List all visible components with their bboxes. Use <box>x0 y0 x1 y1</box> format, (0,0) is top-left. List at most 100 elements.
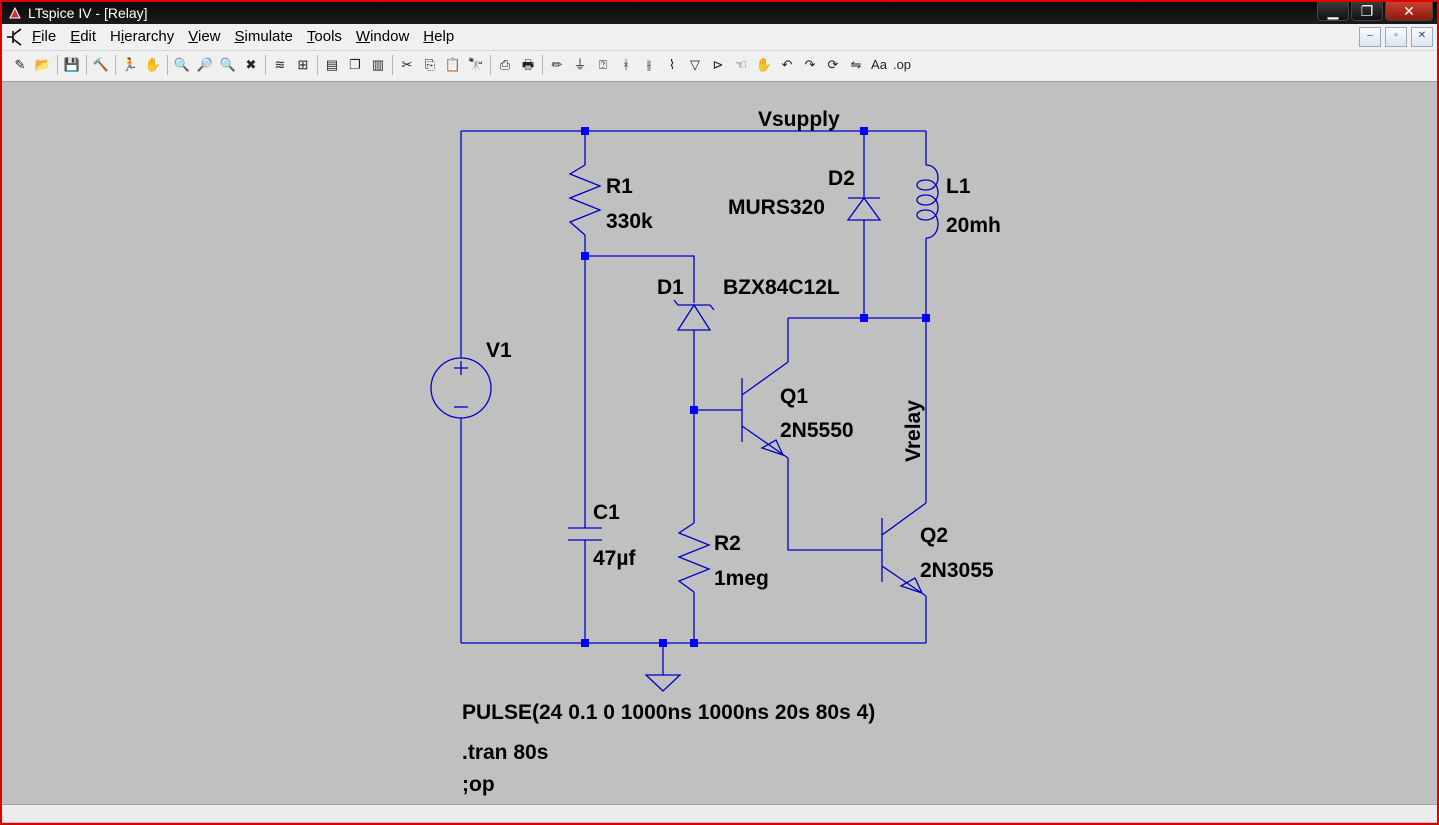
resistor-r2[interactable] <box>677 522 711 593</box>
toolbar-separator <box>57 55 58 75</box>
v1-value[interactable]: PULSE(24 0.1 0 1000ns 1000ns 20s 80s 4) <box>462 701 875 724</box>
draw-wire-icon[interactable]: ✏ <box>551 57 563 72</box>
diode-icon[interactable]: ▽ <box>690 57 700 72</box>
title-bar[interactable]: LTspice IV - [Relay] ▁ ❐ ✕ <box>2 2 1437 24</box>
minimize-button[interactable]: ▁ <box>1317 2 1349 21</box>
inductor-l1[interactable] <box>916 164 939 239</box>
spice-directive-icon[interactable]: .op <box>892 57 912 72</box>
ground-symbol[interactable] <box>644 674 682 692</box>
transistor-q1[interactable] <box>741 361 789 459</box>
mdi-close-button[interactable]: ✕ <box>1411 27 1433 47</box>
menu-window[interactable]: Window <box>355 28 410 45</box>
control-panel-icon[interactable]: 🔨 <box>92 57 110 72</box>
l1-ref[interactable]: L1 <box>946 175 971 198</box>
copy-icon[interactable]: ⎘ <box>424 57 436 72</box>
mdi-restore-button[interactable]: ▫ <box>1385 27 1407 47</box>
menu-view[interactable]: View <box>188 28 221 45</box>
move-icon[interactable]: ☜ <box>735 57 747 72</box>
ground-icon[interactable]: ⏚ <box>573 57 587 72</box>
new-schematic-icon[interactable]: ✎ <box>14 57 26 72</box>
capacitor-icon[interactable]: ⫲ <box>646 57 652 72</box>
transistor-icon[interactable] <box>6 27 26 47</box>
toolbar: ✎ 📂 💾 🔨 🏃 ✋ 🔍 🔎 🔍 ✖ ≋ ⊞ ▤ ❐ ▥ ✂ ⎘ 📋 🔭 ⎙ 🖶 ✏ ⏚ ⍰ ᚼ ⫲ ⌇ ▽ ⊳ ☜ ✋ ↶ ↷ ⟳ ⇋ Aa .op <box>2 51 1437 82</box>
voltage-source-v1[interactable] <box>430 357 492 419</box>
d1-value[interactable]: BZX84C12L <box>723 276 840 299</box>
toolbar-separator <box>542 55 543 75</box>
toolbar-separator <box>265 55 266 75</box>
run-icon[interactable]: 🏃 <box>121 57 139 72</box>
save-icon[interactable]: 💾 <box>63 57 81 72</box>
diode-d2[interactable] <box>846 196 882 221</box>
zoom-in-icon[interactable]: 🔍 <box>173 57 191 72</box>
resistor-icon[interactable]: ᚼ <box>622 57 630 72</box>
undo-icon[interactable]: ↶ <box>781 57 793 72</box>
autoscale-icon[interactable]: ≋ <box>274 57 286 72</box>
cut-icon[interactable]: ✂ <box>401 57 413 72</box>
resistor-r1[interactable] <box>568 164 602 236</box>
app-icon <box>9 6 21 19</box>
r1-ref[interactable]: R1 <box>606 175 633 198</box>
component-icon[interactable]: ⊳ <box>712 57 724 72</box>
schematic-drawing[interactable]: Vsupply Vrelay V1 R1 330k D2 MURS320 L1 … <box>2 82 1437 802</box>
capacitor-c1[interactable] <box>568 505 602 541</box>
net-label-vsupply[interactable]: Vsupply <box>758 108 840 131</box>
net-label-vrelay[interactable]: Vrelay <box>902 400 925 462</box>
q2-value[interactable]: 2N3055 <box>920 559 994 582</box>
drag-icon[interactable]: ✋ <box>755 57 773 72</box>
paste-icon[interactable]: 📋 <box>444 57 462 72</box>
menu-edit[interactable]: Edit <box>70 28 97 45</box>
menu-file[interactable]: File <box>32 28 57 45</box>
toolbar-separator <box>167 55 168 75</box>
d1-ref[interactable]: D1 <box>657 276 684 299</box>
halt-icon[interactable]: ✋ <box>144 57 162 72</box>
schematic-canvas[interactable]: Vsupply Vrelay V1 R1 330k D2 MURS320 L1 … <box>2 82 1437 802</box>
transistor-q2[interactable] <box>881 502 927 597</box>
q2-ref[interactable]: Q2 <box>920 524 948 547</box>
tran-directive[interactable]: .tran 80s <box>462 741 548 764</box>
redo-icon[interactable]: ↷ <box>804 57 816 72</box>
inductor-icon[interactable]: ⌇ <box>668 57 676 72</box>
d2-ref[interactable]: D2 <box>828 167 855 190</box>
open-icon[interactable]: 📂 <box>34 57 52 72</box>
c1-ref[interactable]: C1 <box>593 501 620 524</box>
v1-ref[interactable]: V1 <box>486 339 512 362</box>
zener-diode-d1[interactable] <box>673 299 715 331</box>
toolbar-separator <box>317 55 318 75</box>
op-directive[interactable]: ;op <box>462 773 495 796</box>
l1-value[interactable]: 20mh <box>946 214 1001 237</box>
label-net-icon[interactable]: ⍰ <box>599 57 607 72</box>
toolbar-separator <box>490 55 491 75</box>
text-icon[interactable]: Aa <box>871 57 887 72</box>
status-bar <box>2 804 1437 822</box>
toolbar-separator <box>86 55 87 75</box>
r1-value[interactable]: 330k <box>606 210 653 233</box>
q1-value[interactable]: 2N5550 <box>780 419 854 442</box>
find-icon[interactable]: 🔭 <box>467 57 485 72</box>
mirror-icon[interactable]: ⇋ <box>850 57 862 72</box>
zoom-out-icon[interactable]: 🔍 <box>219 57 237 72</box>
mdi-minimize-button[interactable]: – <box>1359 27 1381 47</box>
menu-help[interactable]: Help <box>423 28 455 45</box>
restore-button[interactable]: ❐ <box>1351 2 1383 21</box>
cascade-icon[interactable]: ❐ <box>349 57 361 72</box>
print-setup-icon[interactable]: 🖶 <box>521 57 535 72</box>
rotate-icon[interactable]: ⟳ <box>827 57 839 72</box>
d2-value[interactable]: MURS320 <box>728 196 825 219</box>
window-title: LTspice IV - [Relay] <box>28 5 148 21</box>
tile-vertical-icon[interactable]: ▥ <box>371 57 385 72</box>
menu-tools[interactable]: Tools <box>306 28 342 45</box>
pan-icon[interactable]: 🔎 <box>196 57 214 72</box>
r2-value[interactable]: 1meg <box>714 567 769 590</box>
print-icon[interactable]: ⎙ <box>499 57 511 72</box>
r2-ref[interactable]: R2 <box>714 532 741 555</box>
zoom-cancel-icon[interactable]: ✖ <box>245 57 257 72</box>
q1-ref[interactable]: Q1 <box>780 385 808 408</box>
close-button[interactable]: ✕ <box>1385 2 1433 21</box>
menu-simulate[interactable]: Simulate <box>234 28 293 45</box>
tile-horizontal-icon[interactable]: ▤ <box>325 57 339 72</box>
menu-hierarchy[interactable]: Hierarchy <box>110 28 175 45</box>
junctions <box>581 127 930 647</box>
c1-value[interactable]: 47µf <box>593 547 636 570</box>
waveform-icon[interactable]: ⊞ <box>297 57 309 72</box>
